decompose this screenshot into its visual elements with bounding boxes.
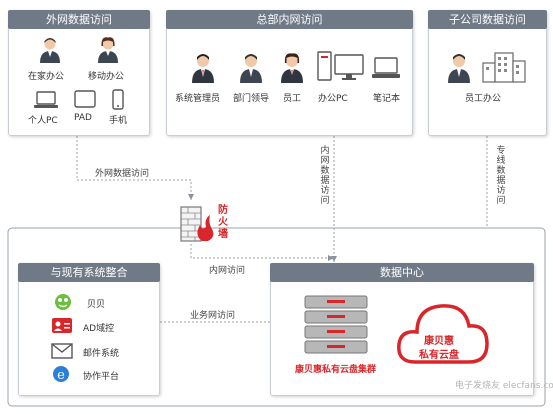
panel-header: 总部内网访问	[166, 10, 413, 29]
tablet-icon	[74, 90, 96, 108]
firewall-label: 防火墙	[218, 205, 228, 240]
item-label: 贝贝	[87, 300, 106, 310]
cloud-label-2: 私有云盘	[419, 350, 459, 361]
item-label: 协作平台	[83, 372, 120, 382]
item-label: AD域控	[83, 324, 115, 334]
ad-domain-icon	[52, 318, 72, 333]
cluster-label: 康贝惠私有云盘集群	[295, 365, 377, 375]
external-access-panel: 外网数据访问 在家办公 移动办公 个人PC PAD 手机	[8, 10, 150, 136]
mail-icon	[51, 343, 73, 359]
home-worker-icon	[40, 38, 60, 63]
datacenter-panel: 数据中心 康贝惠私有云盘集群 康贝惠 私有云盘	[270, 263, 534, 396]
panel-header: 外网数据访问	[8, 10, 150, 29]
item-label: 邮件系统	[83, 349, 120, 359]
item-label: 办公PC	[318, 94, 348, 104]
employee-icon	[281, 53, 303, 83]
item-label: 员工	[283, 94, 302, 104]
item-label: 部门领导	[233, 94, 270, 104]
integration-panel: 与现有系统整合 e 贝贝 AD域控 邮件系统 协作平台	[18, 263, 160, 396]
hq-access-panel: 总部内网访问 系统管理员 部门领导 员工 办公PC 笔记本	[166, 10, 413, 136]
external-access-label: 外网数据访问	[95, 169, 150, 179]
watermark: 电子发烧友 elecfans.com	[455, 381, 553, 391]
svg-text:e: e	[57, 368, 65, 383]
item-label: 系统管理员	[175, 94, 221, 104]
intranet-access-label: 内网数据访问	[320, 146, 330, 206]
subsidiary-access-panel: 子公司数据访问 员工办公	[428, 10, 547, 136]
dedicated-line-label: 专线数据访问	[496, 146, 506, 206]
business-network-label: 业务网访问	[190, 311, 236, 321]
panel-header: 数据中心	[270, 263, 534, 282]
server-cluster-icon	[304, 295, 368, 354]
private-cloud-icon	[397, 304, 489, 364]
collaboration-platform-icon: e	[53, 366, 69, 383]
item-label: 在家办公	[28, 72, 65, 82]
item-label: PAD	[74, 113, 92, 123]
panel-header: 子公司数据访问	[428, 10, 547, 29]
office-building-icon	[482, 52, 526, 83]
phone-icon	[112, 89, 124, 110]
cloud-label-1: 康贝惠	[424, 336, 454, 347]
intranet-link-label: 内网访问	[209, 266, 246, 276]
item-label: 笔记本	[373, 94, 401, 104]
laptop-icon	[34, 91, 58, 108]
item-label: 移动办公	[88, 72, 125, 82]
desktop-pc-icon	[317, 51, 364, 81]
manager-icon	[240, 54, 262, 83]
item-label: 员工办公	[465, 94, 502, 104]
subsidiary-worker-icon	[448, 54, 470, 83]
admin-icon	[192, 54, 214, 83]
item-label: 个人PC	[28, 116, 58, 126]
notebook-icon	[372, 57, 400, 78]
mobile-worker-icon	[98, 37, 118, 63]
firewall-icon	[180, 206, 214, 242]
item-label: 手机	[109, 116, 128, 126]
panel-header: 与现有系统整合	[18, 263, 160, 282]
beibei-icon	[55, 294, 71, 310]
intranet-frame	[7, 227, 546, 407]
